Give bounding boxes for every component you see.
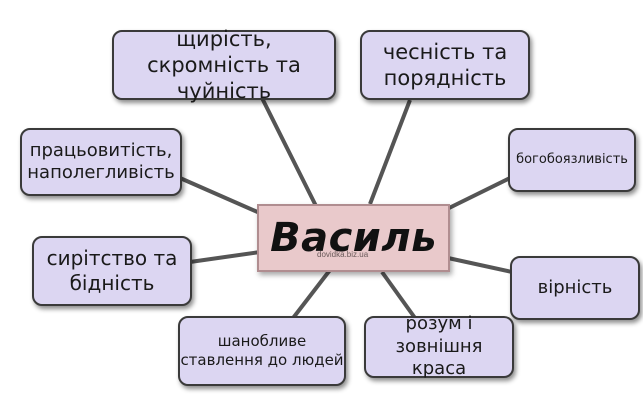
trait-node-shanoblyve: шанобливе ставлення до людей [178, 316, 346, 386]
trait-node-syritstvo: сирітство та бідність [32, 236, 192, 306]
trait-label: вірність [537, 276, 613, 298]
trait-node-pratsovytist: працьовитість, наполегливість [20, 128, 182, 196]
trait-node-virnist: вірність [510, 256, 640, 320]
trait-label: працьовитість, наполегливість [27, 139, 175, 184]
trait-node-rozum: розум і зовнішня краса [364, 313, 514, 380]
trait-label: щирість, скромність та чуйність [147, 26, 301, 104]
trait-label: чесність та порядність [382, 39, 508, 90]
connector-pratsovytist [179, 176, 263, 216]
trait-label: розум і зовнішня краса [395, 313, 483, 380]
trait-label: шанобливе ставлення до людей [180, 332, 344, 369]
connector-chesnist [368, 99, 412, 205]
trait-node-bohoboiaz: богобоязливість [508, 128, 636, 192]
connector-syritstvo [189, 250, 261, 264]
central-node: Василь [257, 204, 450, 272]
trait-label: богобоязливість [516, 151, 628, 167]
connector-bohoboiaz [444, 176, 511, 212]
central-label: Василь [270, 215, 437, 261]
connector-rozum [380, 270, 417, 320]
connector-shchyrist [260, 97, 320, 211]
watermark: dovidka.biz.ua [317, 250, 369, 259]
connector-shanoblyve [288, 268, 332, 324]
trait-node-shchyrist: щирість, скромність та чуйність [112, 27, 336, 103]
connector-virnist [447, 256, 513, 274]
trait-label: сирітство та бідність [46, 246, 178, 295]
trait-node-chesnist: чесність та порядність [360, 30, 530, 100]
